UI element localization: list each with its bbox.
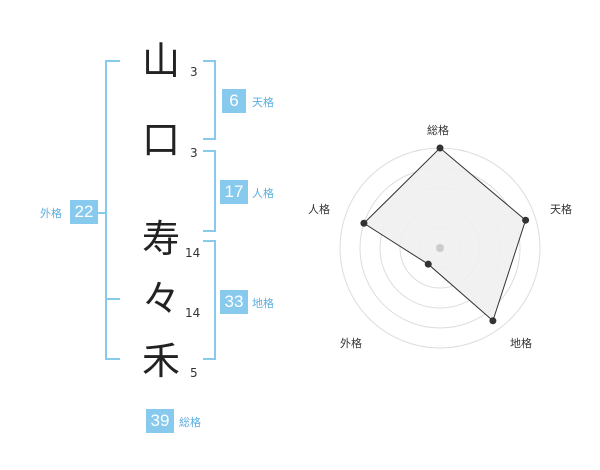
outer-bracket-mid xyxy=(105,298,120,300)
radar-point xyxy=(522,216,530,224)
jin-bracket-bottom xyxy=(203,230,215,232)
outer-bracket-bottom xyxy=(105,358,120,360)
name-char-5: 禾 xyxy=(141,339,180,383)
name-char-3: 寿 xyxy=(141,217,180,261)
stroke-count-5: 5 xyxy=(190,366,198,380)
gai-value-box: 22 xyxy=(70,200,98,224)
radar-point xyxy=(489,317,497,325)
radar-point xyxy=(436,144,444,152)
outer-bracket-connector xyxy=(98,212,106,214)
name-char-2: 口 xyxy=(141,118,180,162)
jin-value-box: 17 xyxy=(220,180,248,204)
sou-value-box: 39 xyxy=(146,409,174,433)
radar-label-chi: 地格 xyxy=(510,337,532,350)
chi-value-box: 33 xyxy=(220,290,248,314)
radar-area xyxy=(363,147,527,322)
chi-label: 地格 xyxy=(252,297,274,310)
stroke-count-2: 3 xyxy=(190,146,198,160)
ten-bracket-vertical xyxy=(214,60,216,140)
radar-label-gai: 外格 xyxy=(340,337,362,350)
radar-point xyxy=(360,219,368,227)
ten-value-box: 6 xyxy=(222,89,246,113)
sou-label: 総格 xyxy=(179,416,201,429)
radar-label-sou: 総格 xyxy=(427,124,449,137)
radar-point xyxy=(424,260,432,268)
jin-bracket-vertical xyxy=(214,150,216,232)
stroke-count-1: 3 xyxy=(190,65,198,79)
name-char-4: 々 xyxy=(141,277,180,321)
radar-label-jin: 人格 xyxy=(308,203,330,216)
radar-label-ten: 天格 xyxy=(550,203,572,216)
chi-bracket-top xyxy=(203,240,215,242)
outer-bracket-vertical xyxy=(105,60,107,360)
ten-label: 天格 xyxy=(252,96,274,109)
chi-bracket-bottom xyxy=(203,358,215,360)
outer-bracket-top xyxy=(105,60,120,62)
jin-bracket-top xyxy=(203,150,215,152)
radar-points xyxy=(360,144,530,325)
chi-bracket-vertical xyxy=(214,240,216,360)
stroke-count-3: 14 xyxy=(185,246,201,260)
jin-label: 人格 xyxy=(252,187,274,200)
name-char-1: 山 xyxy=(141,39,180,83)
ten-bracket-top xyxy=(203,60,215,62)
ten-bracket-bottom xyxy=(203,138,215,140)
gai-label: 外格 xyxy=(40,207,62,220)
stroke-count-4: 14 xyxy=(185,306,201,320)
radar-center-dot xyxy=(436,244,444,252)
